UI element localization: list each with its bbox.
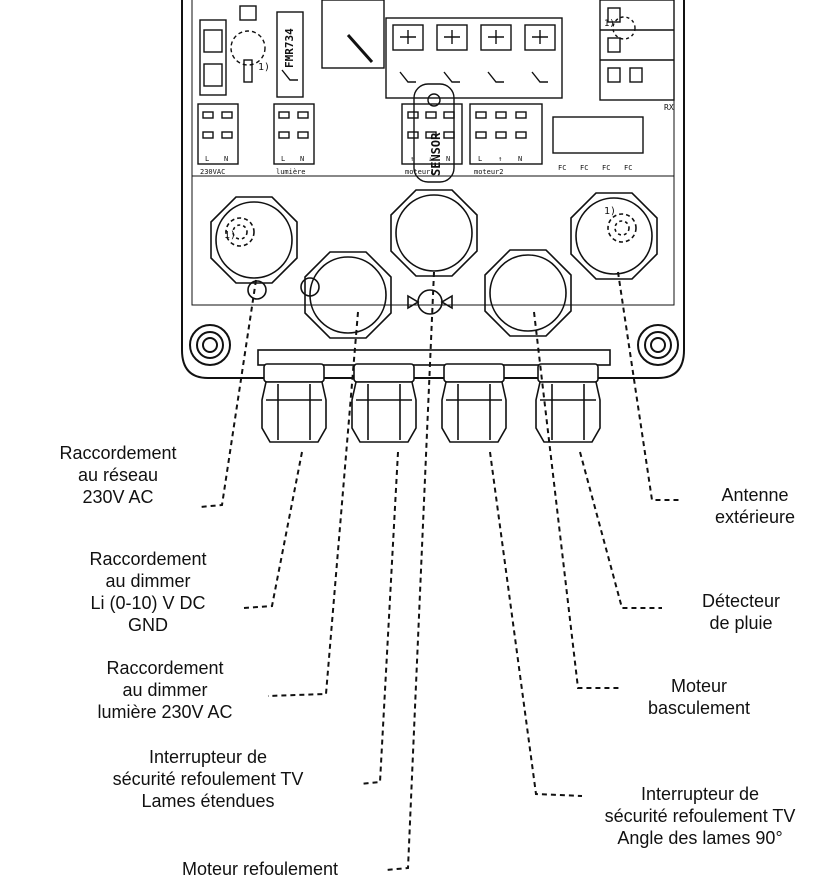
fuse-holder [199, 5, 266, 96]
gland-marker-right: 1) [604, 206, 616, 217]
terminal-4-pin-1: L [478, 155, 482, 163]
terminal-4-pin-3: N [518, 155, 522, 163]
terminal-5-pin-2: FC [580, 164, 588, 172]
gland-hole-bottom-right [484, 249, 572, 337]
terminal-1-pin-1: L [205, 155, 209, 163]
leader-motor-retract [385, 271, 435, 871]
leader-motor-tilt [533, 311, 620, 689]
mounting-screw-right [637, 324, 679, 366]
terminal-blocks [197, 103, 644, 165]
label-rain: Détecteur de pluie [701, 591, 781, 633]
cable-gland-1 [261, 363, 327, 443]
gland-marker-left: 1) [224, 230, 236, 241]
right-terminal-block [599, 0, 675, 101]
terminal-3-pin-3: N [446, 155, 450, 163]
mounting-screw-left [189, 324, 231, 366]
label-switch-angle: Interrupteur de sécurité refoulement TV … [604, 784, 796, 848]
leader-dimmer-ac [267, 311, 359, 697]
label-reseau: Raccordement au réseau 230V AC [59, 443, 177, 507]
cable-gland-2 [351, 363, 417, 443]
label-antenna: Antenne extérieure [714, 485, 796, 527]
enclosure-inner-line [191, 0, 675, 306]
terminal-2-pin-1: L [281, 155, 285, 163]
sensor-module-label: SENSOR [429, 132, 443, 176]
relay-bank [385, 17, 563, 99]
gland-mount-rail [257, 349, 611, 366]
gland-hole-top-left [210, 196, 298, 300]
terminal-4-pin-2: ↑ [498, 155, 502, 163]
gland-hole-bottom-left [300, 251, 392, 339]
leader-reseau [199, 279, 257, 508]
terminal-1-pin-2: N [224, 155, 228, 163]
leader-rain [579, 451, 662, 609]
terminal-2-pin-2: N [300, 155, 304, 163]
terminal-3-pin-1: ↑ [410, 155, 414, 163]
terminal-3-pin-2: ↓ [428, 155, 432, 163]
terminal-5-pin-4: FC [624, 164, 632, 172]
label-motor-retract: Moteur refoulement [181, 859, 339, 879]
fuse-marker: 1) [258, 62, 270, 73]
leader-antenna [617, 271, 682, 501]
cable-gland-4 [535, 363, 601, 443]
relay-code: FMR734 [283, 28, 296, 68]
terminal-1-label: 230VAC [200, 168, 225, 176]
terminal-3-label: moteur1 [405, 168, 435, 176]
terminal-4-label: moteur2 [474, 168, 504, 176]
gland-hole-top-center [390, 189, 478, 277]
right-relay-marker: 1) [604, 19, 615, 29]
label-dimmer-ac: Raccordement au dimmer lumière 230V AC [97, 658, 233, 722]
cable-gland-3 [441, 363, 507, 443]
label-switch-extended: Interrupteur de sécurité refoulement TV … [112, 747, 304, 811]
relay-module [276, 11, 304, 98]
label-motor-tilt: Moteur basculement [647, 676, 751, 718]
center-latch [407, 289, 453, 315]
label-dimmer-dc: Raccordement au dimmer Li (0-10) V DC GN… [89, 549, 207, 635]
gland-hole-top-right [570, 192, 658, 280]
terminal-2-label: lumière [276, 168, 306, 176]
leader-dimmer-dc [243, 451, 303, 609]
terminal-5-pin-1: FC [558, 164, 566, 172]
right-side-code: RX [664, 103, 674, 112]
enclosure-outline [181, 0, 685, 379]
cable-opening [321, 0, 385, 69]
terminal-5-pin-3: FC [602, 164, 610, 172]
sensor-module [413, 83, 455, 183]
leader-switch-extended [359, 451, 399, 785]
leader-switch-angle [489, 451, 583, 797]
